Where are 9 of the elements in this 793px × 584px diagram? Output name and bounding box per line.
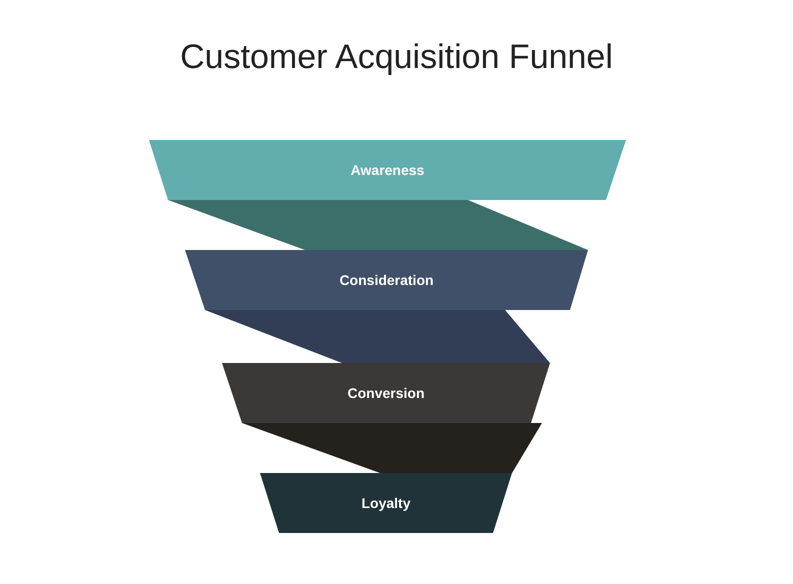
funnel-stage <box>149 140 626 200</box>
funnel-stage <box>222 363 550 423</box>
funnel-stage <box>260 473 512 533</box>
stage-label: Awareness <box>350 162 426 178</box>
stage-label: Loyalty <box>360 495 412 511</box>
diagram-title: Customer Acquisition Funnel <box>179 38 614 77</box>
stage-label: Consideration <box>338 272 435 288</box>
stage-label: Conversion <box>346 385 426 401</box>
funnel-stage <box>185 250 588 310</box>
